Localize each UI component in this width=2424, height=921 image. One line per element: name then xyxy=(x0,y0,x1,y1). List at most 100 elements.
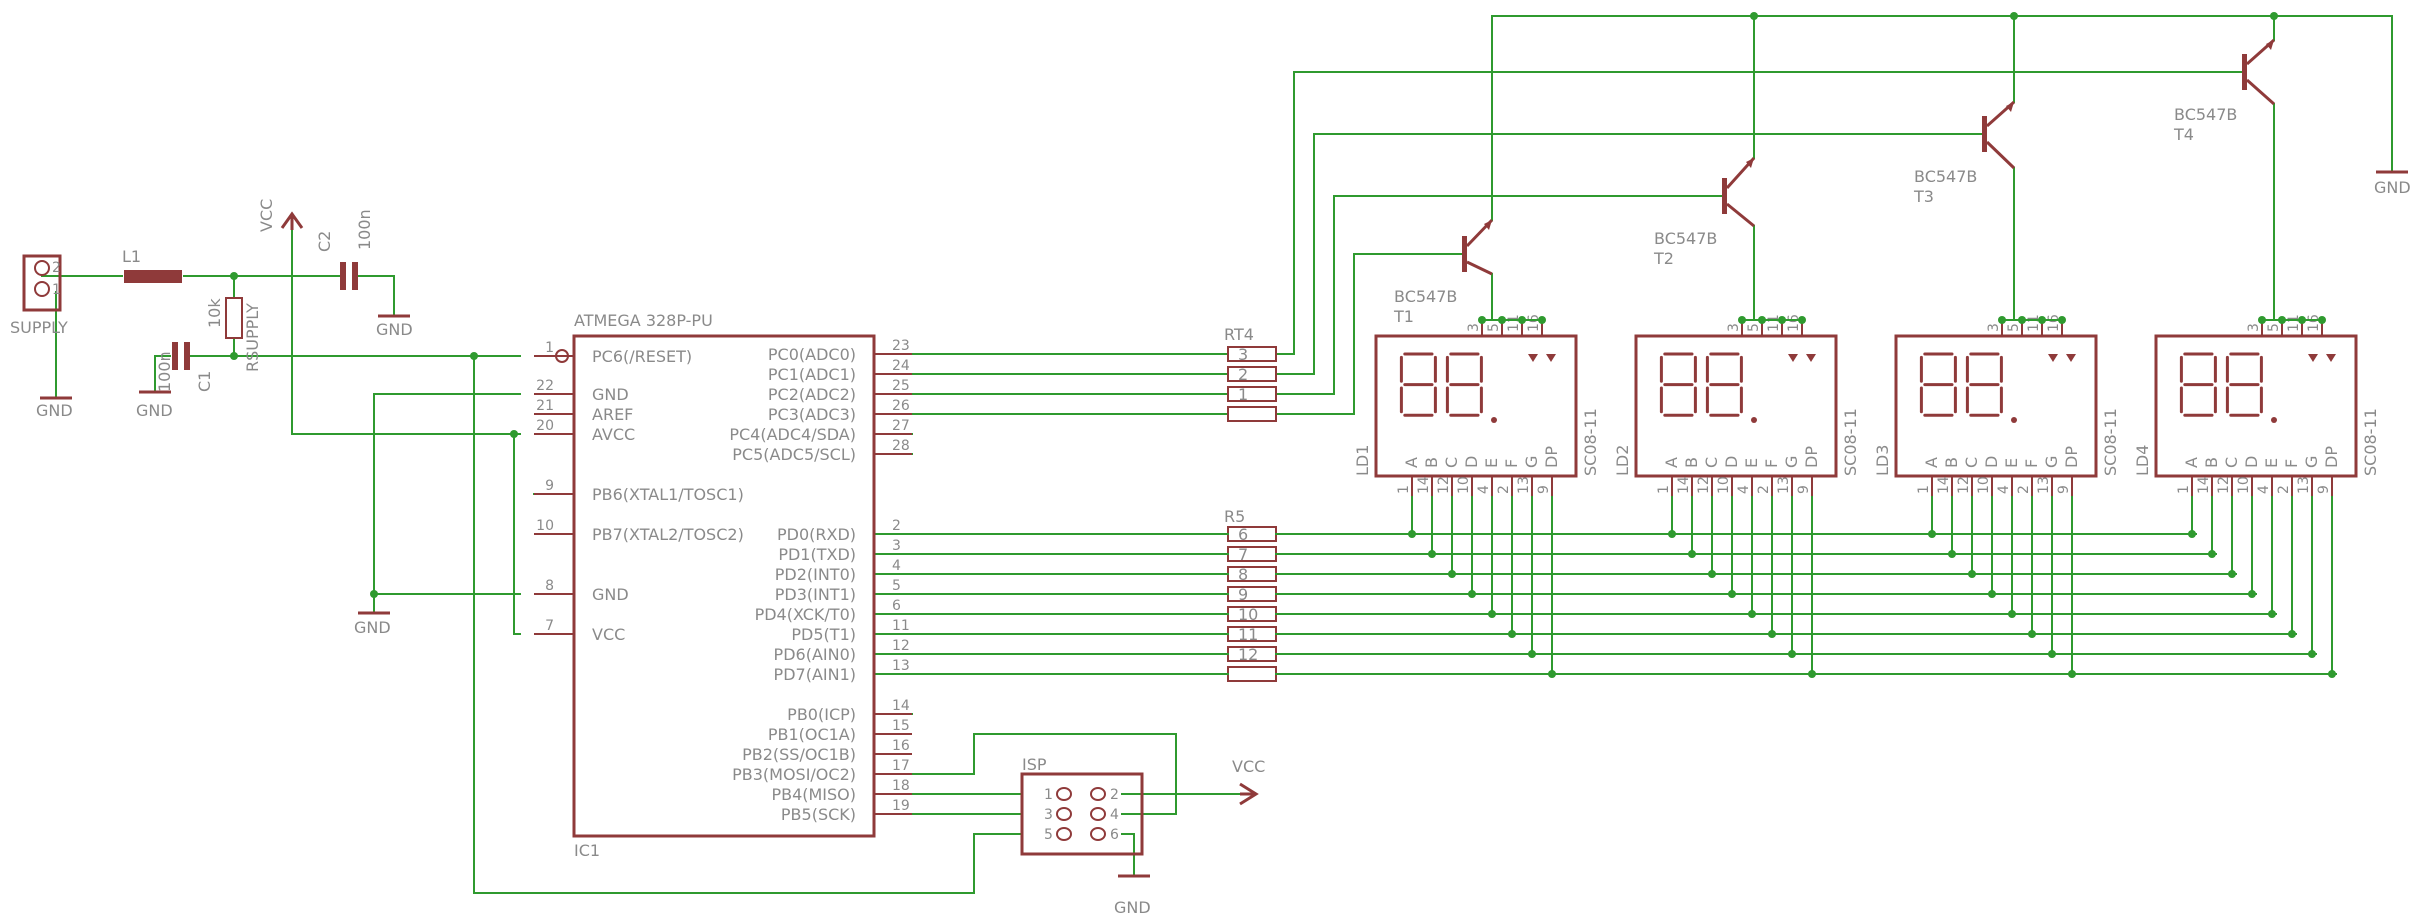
transistor-type: BC547B xyxy=(1654,229,1717,248)
display-top-pin-number: 3 xyxy=(1726,323,1742,332)
ic1-pin-number: 13 xyxy=(892,658,910,674)
ic1-ref: IC1 xyxy=(574,841,600,860)
ic1-pin-name: PC1(ADC1) xyxy=(768,365,856,384)
transistor-base xyxy=(1722,178,1727,214)
junction-dot xyxy=(1468,590,1476,598)
ic1-pin-name: AVCC xyxy=(592,425,635,444)
isp-pin-icon xyxy=(1090,827,1106,841)
junction-dot xyxy=(2208,550,2216,558)
display-pin-number: 9 xyxy=(2056,485,2072,494)
junction-dot xyxy=(1668,530,1676,538)
wire-base-t4 xyxy=(1275,71,2243,355)
junction-dot xyxy=(2068,670,2076,678)
wire-avcc-vcc7 xyxy=(513,433,521,635)
display-pin-number: 1 xyxy=(1916,485,1932,494)
gnd-label-emitters: GND xyxy=(2374,178,2411,197)
junction-dot xyxy=(1448,570,1456,578)
ic1-pin-name: PD6(AIN0) xyxy=(774,645,856,664)
display-pin-number: 13 xyxy=(1516,476,1532,494)
junction-dot xyxy=(1508,630,1516,638)
transistor-arrow-icon xyxy=(2266,40,2274,50)
display-pin-number: 2 xyxy=(1496,485,1512,494)
ic1-pin-name: PC3(ADC3) xyxy=(768,405,856,424)
junction-dot xyxy=(1708,570,1716,578)
segment-letter: F xyxy=(1502,459,1521,468)
vcc-label-top: VCC xyxy=(257,199,276,232)
display-part: SC08-11 xyxy=(1581,408,1600,476)
display-top-pin-number: 16 xyxy=(2046,314,2062,332)
transistor-arrow-icon xyxy=(1484,220,1492,230)
display-top-pin-number: 3 xyxy=(1466,323,1482,332)
transistor-type: BC547B xyxy=(1394,287,1457,306)
wire-c1-gnd xyxy=(154,355,171,393)
segment-letter: F xyxy=(1762,459,1781,468)
ic1-pin-number: 11 xyxy=(892,618,910,634)
segment-letter: F xyxy=(2022,459,2041,468)
ic1-pin-name: GND xyxy=(592,385,629,404)
transistor-base xyxy=(1462,236,1467,272)
l1-label: L1 xyxy=(122,247,141,266)
junction-dot xyxy=(2308,650,2316,658)
ic1-pin-name: PB3(MOSI/OC2) xyxy=(732,765,856,784)
ic1-pin-number: 19 xyxy=(892,798,910,814)
resistor xyxy=(1227,546,1277,562)
resistor-number: 8 xyxy=(1238,565,1248,584)
wires xyxy=(41,15,2393,894)
resistor-number: 1 xyxy=(1238,385,1248,404)
segment-letter: A xyxy=(2182,457,2201,468)
isp-pin-icon xyxy=(1056,807,1072,821)
display-top-pin-number: 5 xyxy=(1746,323,1762,332)
ic1-pin-number: 27 xyxy=(892,418,910,434)
display-pin-number: 9 xyxy=(1796,485,1812,494)
display-ref: LD3 xyxy=(1873,445,1892,476)
display-pin-number: 1 xyxy=(1656,485,1672,494)
resistor-number: 2 xyxy=(1238,365,1248,384)
segment-letter: DP xyxy=(1802,446,1821,468)
segment-letter: D xyxy=(1462,456,1481,468)
display-pin-number: 4 xyxy=(1736,485,1752,494)
ic1-pin-number: 1 xyxy=(545,340,554,356)
ic1-pin-number: 7 xyxy=(545,618,554,634)
isp-pin-number: 4 xyxy=(1110,807,1119,823)
display-pin-number: 14 xyxy=(1936,476,1952,494)
junction-dot xyxy=(1748,610,1756,618)
junction-dot xyxy=(1528,650,1536,658)
display-part: SC08-11 xyxy=(1841,408,1860,476)
segment-letter: C xyxy=(1702,457,1721,468)
display-pin-number: 12 xyxy=(1956,476,1972,494)
ic1-pin-number: 26 xyxy=(892,398,910,414)
wire-base-t1 xyxy=(1275,253,1463,415)
gnd-label-supply: GND xyxy=(36,401,73,420)
led-icon xyxy=(1546,354,1556,362)
junction-dot xyxy=(2048,650,2056,658)
isp-pin-number: 3 xyxy=(1044,807,1053,823)
ic1-pin-name: PD3(INT1) xyxy=(775,585,856,604)
display-part: SC08-11 xyxy=(2361,408,2380,476)
segment-letter: G xyxy=(2302,456,2321,468)
resistor xyxy=(1227,586,1277,602)
resistor xyxy=(1227,366,1277,382)
ic1-pin-name: PB1(OC1A) xyxy=(768,725,856,744)
display-pin-number: 13 xyxy=(2036,476,2052,494)
dp-dot xyxy=(1751,417,1757,423)
gnd-symbols: GND GND GND GND GND GND xyxy=(36,170,2411,917)
junction-dot xyxy=(1768,630,1776,638)
display-body xyxy=(1374,334,1578,478)
gnd-icon: GND xyxy=(2374,170,2411,197)
ic1-pin-number: 8 xyxy=(545,578,554,594)
ic1-pin-name: PD1(TXD) xyxy=(778,545,856,564)
wire-base-t2 xyxy=(1275,195,1723,395)
junction-dot xyxy=(1408,530,1416,538)
display-pin-number: 10 xyxy=(1976,476,1992,494)
resistor-number: 12 xyxy=(1238,645,1258,664)
ic1-pin-number: 17 xyxy=(892,758,910,774)
display-pin-number: 14 xyxy=(1676,476,1692,494)
dp-dot xyxy=(2271,417,2277,423)
capacitor-c2: C2 100n xyxy=(315,209,374,290)
transistor-collector xyxy=(1466,260,1493,276)
display-pin-number: 12 xyxy=(2216,476,2232,494)
